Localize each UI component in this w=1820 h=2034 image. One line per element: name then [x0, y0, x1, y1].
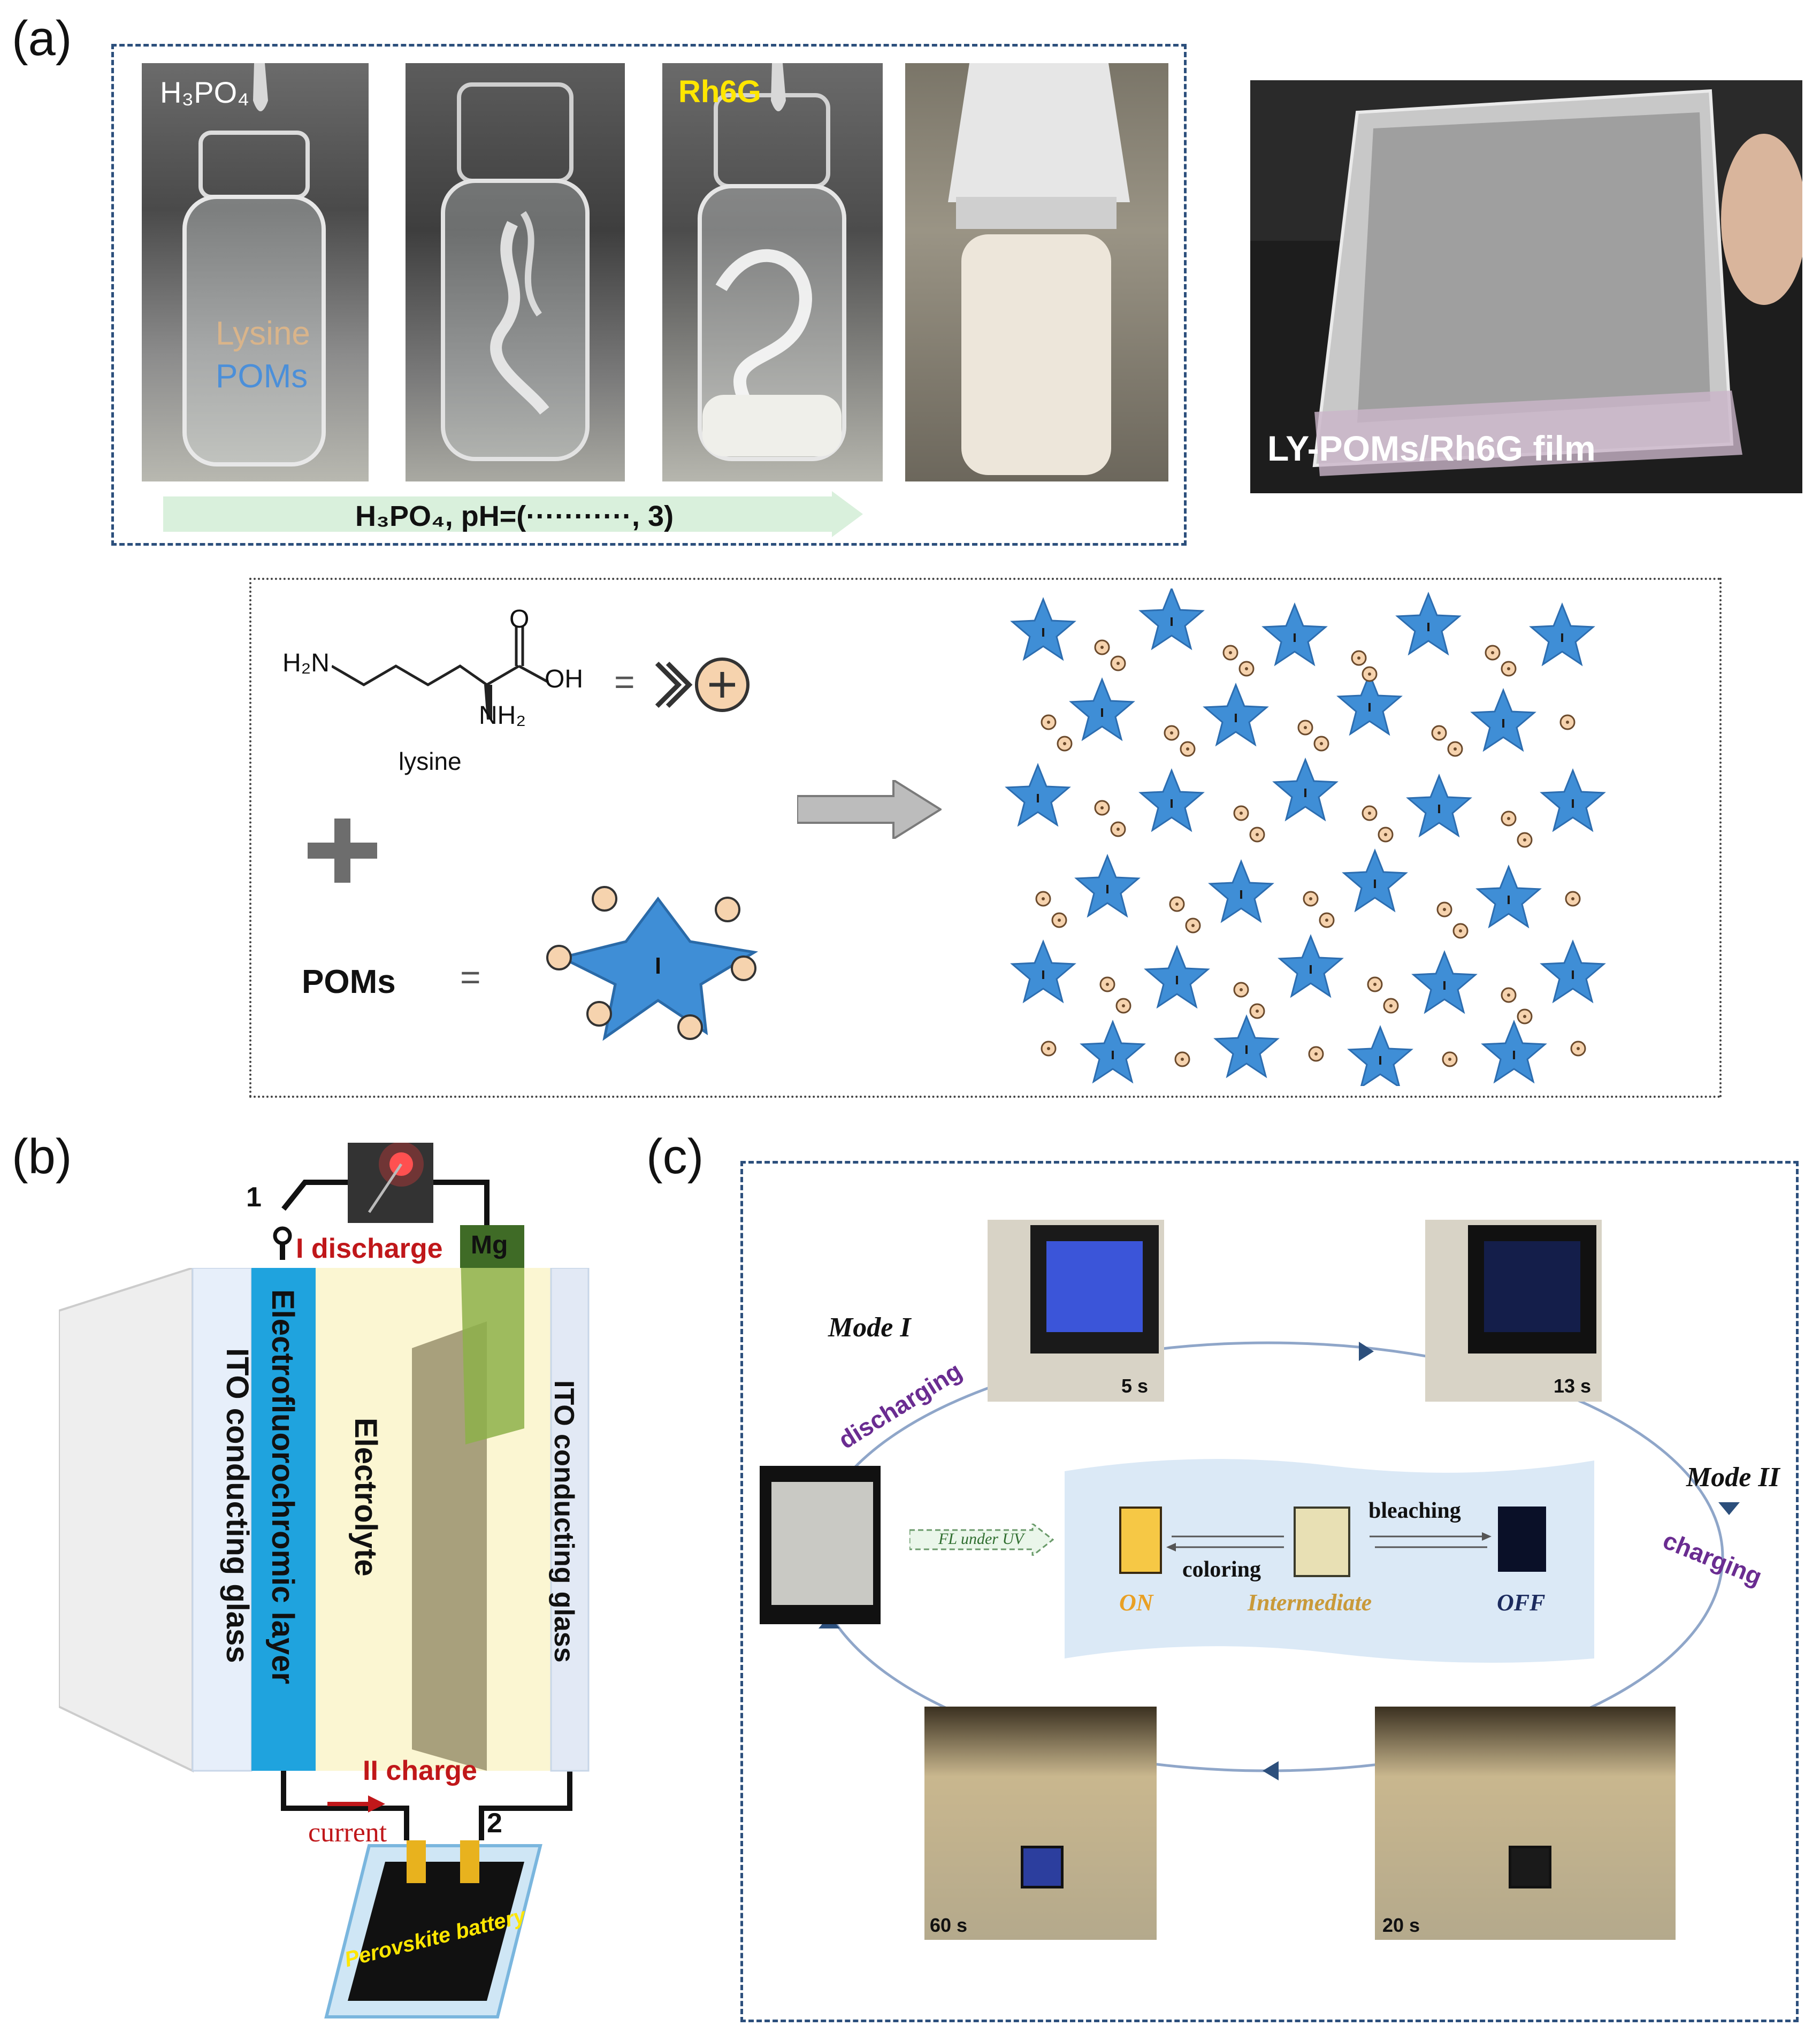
vial-1-poms-label: POMs — [216, 358, 308, 395]
bleaching-label: bleaching — [1368, 1498, 1461, 1523]
lysine-structure — [332, 626, 549, 720]
panel-c-frame — [740, 1161, 1799, 2022]
vial-3-rh6g-label: Rh6G — [678, 74, 761, 109]
led-load-photo — [348, 1143, 433, 1223]
discharge-label: I discharge — [296, 1233, 443, 1264]
panel-a-scheme-frame — [249, 578, 1722, 1098]
pom-star-icon — [546, 886, 759, 1041]
switch-1-label: 1 — [246, 1182, 262, 1213]
pom-lysine-network — [1006, 588, 1621, 1086]
vial-2-glass — [441, 82, 590, 461]
state-off-label: OFF — [1497, 1589, 1546, 1616]
led-glow — [368, 1143, 424, 1213]
mg-label: Mg — [471, 1231, 508, 1259]
time-13s: 13 s — [1554, 1375, 1592, 1397]
film-glass — [1250, 80, 1802, 476]
state-intermediate-label: Intermediate — [1248, 1589, 1372, 1616]
panel-a-photo-frame — [111, 44, 1187, 546]
current-arrow — [327, 1795, 385, 1813]
lysine-name: lysine — [399, 747, 462, 775]
reaction-arrow — [797, 780, 942, 839]
state-photo-60s: 60 s — [924, 1707, 1157, 1940]
panel-label-a: (a) — [12, 11, 72, 66]
vial-1-lysine-label: Lysine — [216, 315, 310, 352]
ph-arrow-label: H₃PO₄, pH=(···········, 3) — [355, 500, 674, 532]
poms-label: POMs — [302, 964, 396, 1000]
efc-layer-label: Electrofluorochromic layer — [265, 1289, 300, 1685]
lysine-cation-icon — [655, 657, 750, 712]
device-blue-dim — [1468, 1225, 1596, 1354]
perovskite-battery — [324, 1840, 542, 2018]
device-stack — [59, 1268, 590, 1773]
swatch-on — [1119, 1507, 1162, 1574]
vial-1-h3po4-label: H₃PO₄ — [160, 75, 250, 109]
vial-3-glass — [698, 63, 846, 461]
ito-right-label: ITO conducting glass — [548, 1380, 579, 1663]
state-photo-initial — [760, 1466, 881, 1624]
lysine-o: O — [509, 605, 530, 633]
mode-2-label: Mode II — [1686, 1462, 1780, 1493]
mg-electrode-top — [460, 1225, 524, 1268]
device-blue-on — [1030, 1225, 1159, 1354]
equilibrium-arrows-1 — [1166, 1535, 1284, 1551]
time-20s: 20 s — [1382, 1914, 1420, 1936]
swatch-off — [1498, 1507, 1546, 1572]
ph-arrow — [163, 491, 863, 537]
coloring-label: coloring — [1182, 1557, 1261, 1582]
lysine-nh2: NH₂ — [479, 701, 526, 730]
vial-photo-3: Rh6G — [662, 63, 883, 481]
lysine-equals: = — [614, 662, 635, 701]
switch-2-label: 2 — [487, 1808, 502, 1839]
lysine-oh: OH — [545, 665, 583, 693]
plus-icon — [308, 819, 377, 883]
panel-label-c: (c) — [646, 1129, 704, 1184]
electrolyte-label: Electrolyte — [348, 1418, 383, 1577]
ito-left-label: ITO conducting glass — [220, 1348, 255, 1663]
vial-photo-4 — [905, 63, 1168, 481]
mode-1-label: Mode I — [828, 1312, 911, 1343]
vial-photo-1: H₃PO₄ Lysine POMs — [142, 63, 369, 481]
film-photo: LY-POMs/Rh6G film — [1250, 80, 1802, 493]
fl-under-uv-arrow — [909, 1524, 1054, 1556]
current-label: current — [308, 1817, 387, 1848]
state-photo-20s: 20 s — [1375, 1707, 1676, 1940]
swatch-intermediate — [1294, 1507, 1350, 1577]
vial-1-glass — [182, 63, 326, 467]
fl-under-uv-label: FL under UV — [938, 1530, 1024, 1548]
poms-equals: = — [460, 957, 481, 997]
time-60s: 60 s — [930, 1914, 968, 1936]
charge-label: II charge — [363, 1755, 477, 1786]
time-5s: 5 s — [1121, 1375, 1149, 1397]
lysine-h2n: H₂N — [282, 649, 330, 677]
panel-label-b: (b) — [12, 1129, 72, 1184]
state-photo-5s: 5 s — [988, 1220, 1164, 1402]
vial-photo-2 — [406, 63, 625, 481]
state-photo-13s: 13 s — [1425, 1220, 1602, 1402]
equilibrium-arrows-2 — [1370, 1532, 1492, 1548]
vial-4-milky — [948, 63, 1130, 475]
film-label: LY-POMs/Rh6G film — [1267, 429, 1596, 468]
state-on-label: ON — [1119, 1589, 1153, 1616]
